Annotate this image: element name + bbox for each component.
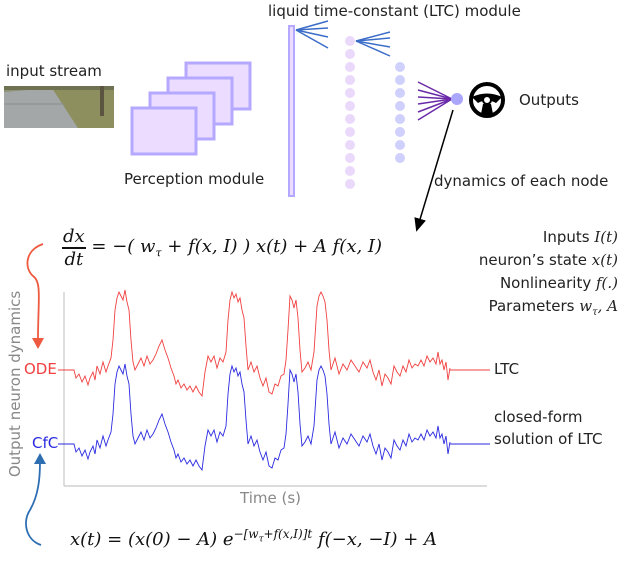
synapses-hidden: [355, 31, 391, 57]
ode-equation: dx dt = −( wτ + f(x, I) ) x(t) + A f(x, …: [62, 226, 382, 270]
cfc-series-label: closed-form solution of LTC: [494, 408, 603, 448]
ltc-module-label: liquid time-constant (LTC) module: [268, 2, 521, 20]
ltc-input-layer: [288, 25, 295, 197]
synapses-input: [295, 20, 329, 49]
output-node: [451, 93, 463, 105]
dynamics-label: dynamics of each node: [434, 172, 609, 190]
ode-rhs-sub: τ: [155, 246, 162, 260]
cfc-exp-sub: τ: [258, 534, 264, 545]
cfc-lhs: x(t) = (x(0) − A) e: [70, 529, 234, 550]
cfc-axis-label: CfC: [32, 434, 59, 452]
cfc-trace: [64, 363, 451, 472]
cfc-exp: −[w: [233, 527, 259, 541]
steering-wheel-icon: [469, 82, 505, 118]
cfc-rest: f(−x, −I) + A: [312, 529, 438, 550]
ode-rhs: = −( w: [91, 236, 156, 258]
perception-module-icon: [130, 61, 252, 156]
y-axis-label: Output neuron dynamics: [6, 290, 24, 478]
symbol-legend: Inputs I(t) neuron’s state x(t) Nonlinea…: [479, 226, 618, 324]
cfc-equation: x(t) = (x(0) − A) e−[wτ+f(x,I)]t f(−x, −…: [70, 527, 437, 550]
cfc-curly-arrow: [25, 453, 46, 546]
ode-curly-arrow: [26, 243, 44, 349]
perception-module-label: Perception module: [124, 170, 265, 188]
input-stream-label: input stream: [6, 62, 102, 80]
ode-numerator: dx: [62, 226, 86, 249]
ode-trace: [64, 289, 451, 398]
x-axis-label: Time (s): [240, 489, 301, 507]
ltc-layer1-nodes: [345, 36, 355, 189]
ode-denominator: dt: [64, 249, 84, 270]
legend-parameters: Parameters wτ, A: [488, 297, 618, 318]
dynamics-pointer-arrow: [414, 109, 454, 232]
legend-state: neuron’s state x(t): [478, 251, 618, 269]
cfc-exp-rest: +f(x,I)]t: [263, 527, 313, 541]
legend-inputs: Inputs I(t): [542, 228, 618, 246]
ode-axis-label: ODE: [24, 360, 57, 378]
ltc-layer2-nodes: [395, 62, 405, 163]
legend-nonlinearity: Nonlinearity f(.): [499, 274, 618, 292]
input-stream-image: [4, 86, 114, 128]
chart-axes: [63, 292, 487, 487]
ode-rhs-rest: + f(x, I) ) x(t) + A f(x, I): [161, 236, 383, 258]
ltc-series-label: LTC: [494, 360, 520, 378]
outputs-label: Outputs: [519, 91, 579, 109]
synapses-output: [417, 81, 453, 121]
